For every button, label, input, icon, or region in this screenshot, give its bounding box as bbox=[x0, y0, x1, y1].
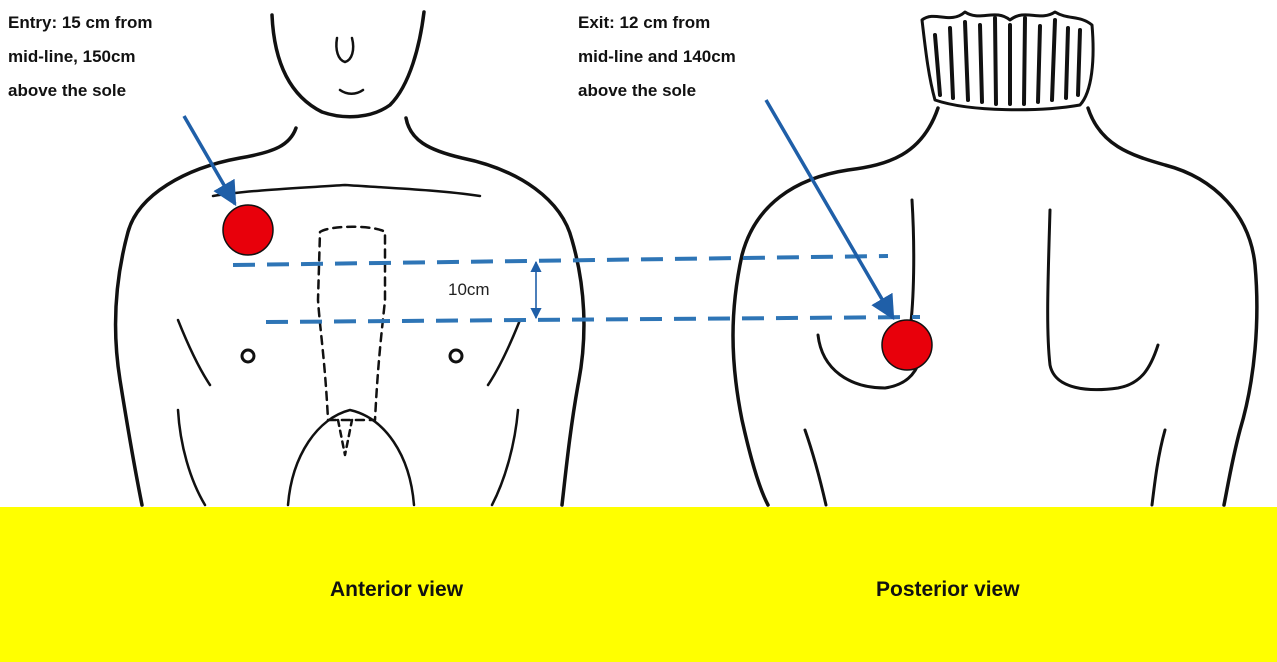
entry-callout: Entry: 15 cm from mid-line, 150cm above … bbox=[8, 6, 153, 108]
entry-callout-line-1: Entry: 15 cm from bbox=[8, 6, 153, 40]
entry-wound-marker bbox=[223, 205, 273, 255]
anterior-body-sketch bbox=[116, 12, 584, 505]
exit-wound-marker bbox=[882, 320, 932, 370]
entry-callout-line-2: mid-line, 150cm bbox=[8, 40, 153, 74]
exit-level-dashed-line bbox=[266, 317, 920, 322]
anterior-view-label: Anterior view bbox=[330, 578, 463, 602]
exit-callout-line-3: above the sole bbox=[578, 74, 736, 108]
exit-callout: Exit: 12 cm from mid-line and 140cm abov… bbox=[578, 6, 736, 108]
exit-pointer-arrow bbox=[766, 100, 893, 318]
exit-callout-line-1: Exit: 12 cm from bbox=[578, 6, 736, 40]
caption-band bbox=[0, 507, 1277, 662]
entry-callout-line-3: above the sole bbox=[8, 74, 153, 108]
exit-callout-line-2: mid-line and 140cm bbox=[578, 40, 736, 74]
measurement-label: 10cm bbox=[448, 280, 490, 300]
entry-level-dashed-line bbox=[233, 256, 888, 265]
posterior-view-label: Posterior view bbox=[876, 578, 1020, 602]
